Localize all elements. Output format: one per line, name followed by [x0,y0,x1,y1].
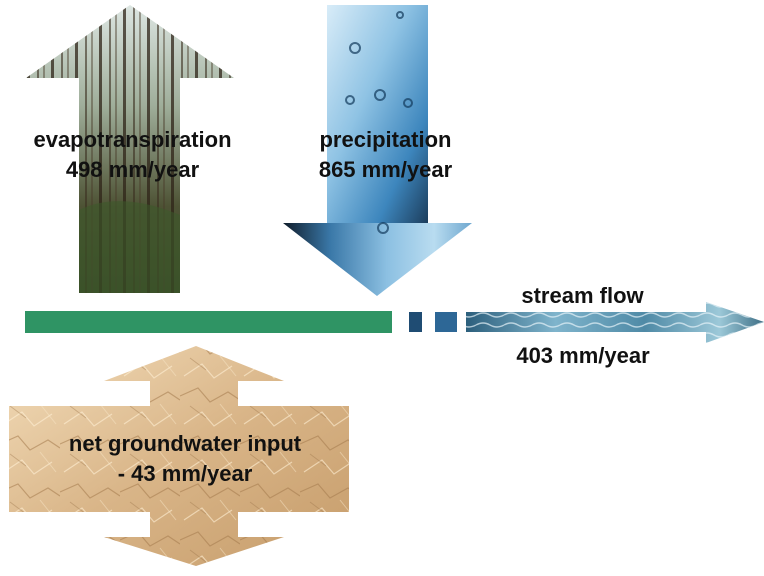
stream-flow-name: stream flow [521,283,644,308]
stream-flow-arrow [466,302,764,343]
groundwater-name: net groundwater input [68,431,302,456]
evapotranspiration-value: 498 mm/year [65,157,200,182]
ground-bar [25,311,392,333]
ground-gap-block-1 [409,312,422,332]
stream-flow-value: 403 mm/year [516,343,650,368]
precipitation-name: precipitation [319,127,452,152]
droplet-icons [345,11,413,234]
groundwater-arrow [9,346,349,566]
groundwater-label: net groundwater input - 43 mm/year [40,429,330,489]
ground-gap-block-2 [435,312,457,332]
evapotranspiration-arrow [26,5,234,293]
groundwater-value: - 43 mm/year [117,461,253,486]
evapotranspiration-name: evapotranspiration [33,127,232,152]
precipitation-value: 865 mm/year [318,157,453,182]
precipitation-label: precipitation 865 mm/year [298,125,473,185]
evapotranspiration-label: evapotranspiration 498 mm/year [10,125,255,185]
precipitation-arrow [283,5,472,296]
